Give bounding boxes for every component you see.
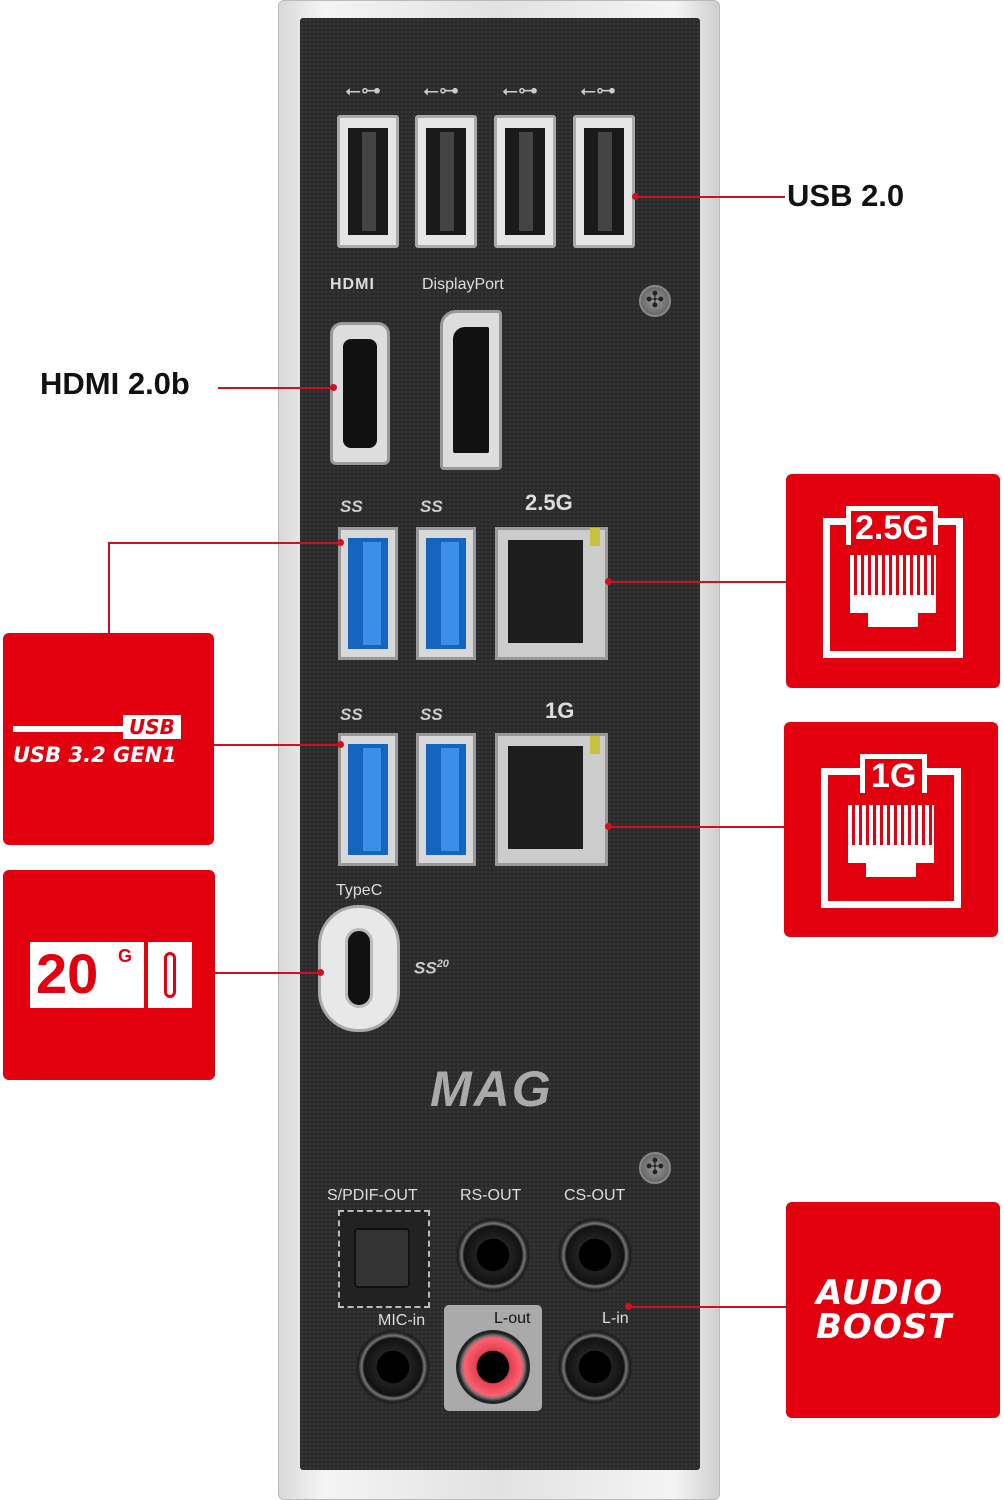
usb-stripe — [13, 726, 123, 732]
usb3-port — [338, 733, 398, 866]
lan1-leader — [608, 826, 784, 828]
mic-in-label: MIC-in — [378, 1312, 426, 1329]
spdif-label: S/PDIF-OUT — [327, 1187, 418, 1204]
superspeed-icon: SS — [420, 497, 443, 516]
audio-boost-badge: AUDIO BOOST — [786, 1202, 1000, 1418]
usb2-port — [573, 115, 635, 248]
hdmi-leader — [218, 387, 333, 389]
l-out-jack — [456, 1330, 530, 1404]
leader-dot — [605, 823, 612, 830]
displayport-label: DisplayPort — [422, 276, 504, 293]
hdmi-label: HDMI — [330, 276, 375, 293]
typec-leader — [215, 972, 320, 974]
lan-25g-badge: 2.5G — [786, 474, 1000, 688]
screw-icon: ✣ — [639, 1152, 671, 1184]
hdmi-callout: HDMI 2.0b — [40, 366, 190, 401]
lan25-text: 2.5G — [846, 506, 938, 545]
usb-icon: ⭠⊶ — [423, 80, 459, 102]
leader-dot — [337, 741, 344, 748]
ss-speed: 20 — [436, 958, 449, 970]
usb3-port — [416, 733, 476, 866]
lan-1g-port — [495, 733, 608, 866]
leader-dot — [625, 1303, 632, 1310]
l-out-label: L-out — [494, 1310, 531, 1327]
l-in-jack — [558, 1330, 632, 1404]
superspeed-20-icon: SS20 — [414, 958, 449, 979]
usb3-port — [416, 527, 476, 660]
usb32-text: USB 3.2 GEN1 — [13, 743, 177, 767]
leader-dot — [330, 384, 337, 391]
lan-1g-badge: 1G — [784, 722, 998, 937]
typec-20g-badge: 20 G — [3, 870, 215, 1080]
hdmi-port — [330, 322, 390, 465]
speed-plate: 20 G — [30, 942, 144, 1008]
speed-unit: G — [118, 946, 133, 966]
lan-25g-label: 2.5G — [525, 490, 573, 515]
usb32-leader — [108, 542, 110, 634]
typec-connector-icon — [148, 942, 192, 1008]
audio-leader — [628, 1306, 786, 1308]
lan-led — [590, 528, 600, 546]
usb3-port — [338, 527, 398, 660]
usb32-leader — [108, 542, 340, 544]
leader-dot — [605, 578, 612, 585]
lan25-leader — [608, 581, 786, 583]
ethernet-icon — [823, 518, 963, 658]
lan-led — [590, 736, 600, 754]
usb-badge-text: USB — [123, 715, 181, 739]
usb32-badge: USB USB 3.2 GEN1 — [3, 633, 214, 845]
lan-1g-label: 1G — [545, 698, 575, 723]
cs-out-jack — [558, 1218, 632, 1292]
superspeed-icon: SS — [340, 497, 363, 516]
usb-icon: ⭠⊶ — [502, 80, 538, 102]
audio-text: AUDIO — [816, 1273, 944, 1313]
speed-number: 20 — [36, 942, 99, 1005]
usb32-leader — [214, 744, 340, 746]
superspeed-icon: SS — [420, 705, 443, 724]
superspeed-icon: SS — [340, 705, 363, 724]
mic-in-jack — [356, 1330, 430, 1404]
typec-label: TypeC — [336, 882, 383, 899]
usb-icon: ⭠⊶ — [345, 80, 381, 102]
usb2-port — [337, 115, 399, 248]
usb2-leader — [635, 196, 785, 198]
cs-out-label: CS-OUT — [564, 1187, 626, 1204]
rs-out-jack — [456, 1218, 530, 1292]
lan1-text: 1G — [860, 754, 928, 793]
leader-dot — [337, 539, 344, 546]
rs-out-label: RS-OUT — [460, 1187, 522, 1204]
spdif-port — [338, 1210, 430, 1308]
leader-dot — [317, 969, 324, 976]
l-in-label: L-in — [602, 1310, 629, 1327]
mag-logo: MAG — [430, 1061, 553, 1117]
boost-text: BOOST — [816, 1307, 953, 1347]
displayport-port — [440, 310, 502, 470]
usb2-port — [494, 115, 556, 248]
usb2-callout: USB 2.0 — [787, 178, 905, 213]
leader-dot — [632, 193, 639, 200]
screw-icon: ✣ — [639, 285, 671, 317]
typec-port — [318, 905, 400, 1032]
usb2-port — [415, 115, 477, 248]
usb-icon: ⭠⊶ — [580, 80, 616, 102]
lan-25g-port — [495, 527, 608, 660]
ss-text: SS — [414, 958, 437, 978]
